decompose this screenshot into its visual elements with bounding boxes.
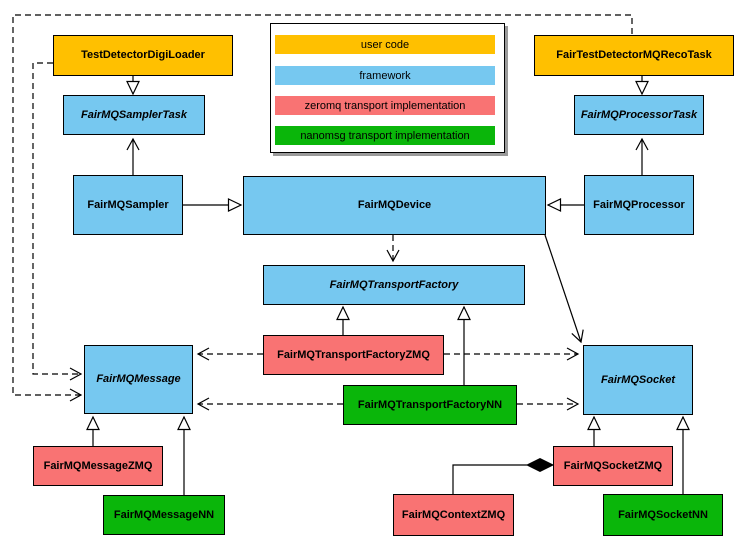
class-label: FairMQSamplerTask [81, 108, 187, 121]
class-fairmqdevice: FairMQDevice [243, 176, 546, 235]
legend-label: nanomsg transport implementation [300, 129, 470, 142]
class-label: TestDetectorDigiLoader [81, 49, 205, 62]
class-fairmqsocketzmq: FairMQSocketZMQ [553, 446, 673, 486]
class-label: FairMQSocket [601, 373, 675, 386]
legend-label: user code [360, 38, 410, 51]
class-label: FairMQMessageNN [113, 508, 215, 521]
edge-recotask-message [12, 14, 633, 402]
class-label: FairMQProcessorTask [580, 108, 698, 121]
class-fairmqsamplertask: FairMQSamplerTask [63, 95, 205, 135]
legend-item-nanomsg: nanomsg transport implementation [275, 126, 495, 145]
class-testdetectordigiloader: TestDetectorDigiLoader [53, 35, 233, 76]
class-label: FairMQDevice [357, 199, 432, 212]
legend-label: framework [359, 69, 411, 82]
class-label: FairTestDetectorMQRecoTask [556, 49, 712, 62]
class-fairmqsocket: FairMQSocket [583, 345, 693, 415]
class-fairmqtransportfactoryzmq: FairMQTransportFactoryZMQ [263, 335, 444, 375]
class-label: FairMQTransportFactoryNN [357, 398, 503, 411]
edge-digiloader-message [32, 62, 83, 381]
class-label: FairMQSocketZMQ [563, 459, 663, 472]
edge-device-socket [544, 234, 584, 344]
class-label: FairMQSampler [87, 198, 169, 211]
class-fairmqmessagezmq: FairMQMessageZMQ [33, 446, 163, 486]
class-fairmqsocketnn: FairMQSocketNN [603, 494, 723, 536]
class-label: FairMQProcessor [593, 198, 685, 211]
class-fairmqtransportfactorynn: FairMQTransportFactoryNN [343, 385, 517, 425]
class-fairmqtransportfactory: FairMQTransportFactory [263, 265, 525, 305]
class-label: FairMQTransportFactoryZMQ [277, 348, 430, 361]
class-label: FairMQMessageZMQ [43, 459, 153, 472]
class-fairmqcontextzmq: FairMQContextZMQ [393, 494, 514, 536]
legend-label: zeromq transport implementation [304, 99, 466, 112]
legend-item-framework: framework [275, 66, 495, 85]
class-fairmqprocessor: FairMQProcessor [584, 175, 694, 235]
composition-diamond [525, 457, 555, 473]
class-fairtestdetectormqrecotask: FairTestDetectorMQRecoTask [534, 35, 734, 76]
legend-item-user-code: user code [275, 35, 495, 54]
class-fairmqprocessortask: FairMQProcessorTask [574, 95, 704, 135]
class-label: FairMQTransportFactory [329, 278, 459, 291]
class-label: FairMQMessage [96, 373, 181, 386]
legend: user code framework zeromq transport imp… [270, 23, 505, 153]
legend-item-zeromq: zeromq transport implementation [275, 96, 495, 115]
class-fairmqmessagenn: FairMQMessageNN [103, 495, 225, 535]
class-fairmqsampler: FairMQSampler [73, 175, 183, 235]
edge-socketzmq-contextzmq [452, 464, 527, 494]
class-fairmqmessage: FairMQMessage [84, 345, 193, 414]
class-label: FairMQSocketNN [618, 508, 708, 521]
class-label: FairMQContextZMQ [401, 508, 506, 521]
